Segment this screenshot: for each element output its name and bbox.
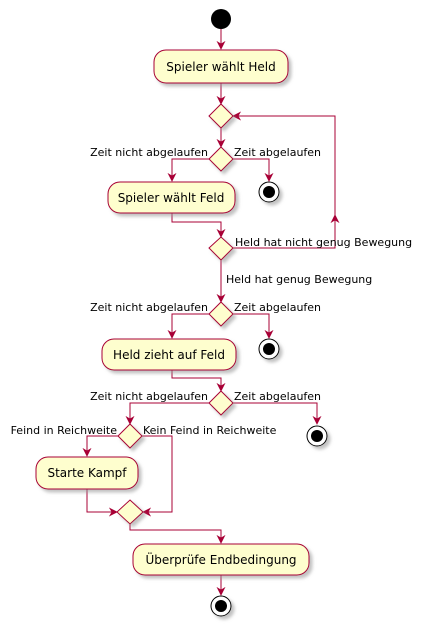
stop-node-3 — [306, 425, 328, 447]
label-expired-3: Zeit abgelaufen — [234, 390, 321, 403]
edge-field-to-move-check — [171, 213, 226, 238]
activity-choose-field-label: Spieler wählt Feld — [118, 191, 225, 205]
activity-choose-hero: Spieler wählt Held — [153, 49, 289, 84]
edge-enemy-to-fight — [82, 435, 118, 457]
stop-node-1 — [258, 181, 280, 203]
activity-check-end-label: Überprüfe Endbedingung — [145, 551, 296, 567]
edge-loop-back — [232, 111, 336, 215]
stop-node-2 — [258, 338, 280, 360]
activity-hero-moves-label: Held zieht auf Feld — [113, 348, 225, 362]
activity-start-fight: Starte Kampf — [35, 456, 139, 490]
edge-check2-to-hero-moves — [167, 313, 209, 339]
edge-check1-to-field — [167, 158, 209, 182]
edge-hero-moves-to-check3 — [171, 369, 226, 392]
time-check-diamond-3 — [208, 390, 234, 416]
label-enough-move: Held hat genug Bewegung — [226, 273, 372, 286]
label-enemy-in-range: Feind in Reichweite — [11, 424, 118, 437]
label-not-expired-1: Zeit nicht abgelaufen — [90, 146, 208, 159]
edge-move-check-loop-up — [233, 214, 340, 249]
enemy-merge-diamond — [116, 499, 144, 525]
activity-choose-field: Spieler wählt Feld — [107, 181, 236, 214]
label-expired-2: Zeit abgelaufen — [234, 301, 321, 314]
edge-check3-to-stop — [233, 402, 322, 425]
edge-no-enemy-to-merge — [142, 435, 173, 517]
edge-check3-to-enemy — [125, 402, 209, 425]
start-node — [211, 9, 231, 29]
activity-start-fight-label: Starte Kampf — [47, 466, 127, 480]
activity-hero-moves: Held zieht auf Feld — [101, 338, 237, 371]
activity-check-end: Überprüfe Endbedingung — [132, 543, 310, 576]
activity-choose-hero-label: Spieler wählt Held — [166, 60, 275, 74]
label-not-expired-3: Zeit nicht abgelaufen — [90, 390, 208, 403]
label-not-enough-move: Held hat nicht genug Bewegung — [235, 236, 412, 249]
stop-node-final — [210, 595, 232, 617]
edges — [82, 29, 340, 596]
enemy-check-diamond — [117, 423, 143, 449]
movement-check-diamond — [208, 236, 234, 261]
edge-check1-to-stop — [233, 158, 274, 182]
edge-merge-to-check-end — [129, 524, 226, 544]
edge-fight-to-merge — [86, 489, 118, 517]
loop-merge-diamond — [208, 103, 234, 129]
label-not-expired-2: Zeit nicht abgelaufen — [90, 301, 208, 314]
label-no-enemy-in-range: Kein Feind in Reichweite — [143, 424, 277, 437]
edge-check2-to-stop — [233, 313, 274, 339]
time-check-diamond-1 — [208, 146, 234, 172]
label-expired-1: Zeit abgelaufen — [234, 146, 321, 159]
time-check-diamond-2 — [208, 301, 234, 327]
